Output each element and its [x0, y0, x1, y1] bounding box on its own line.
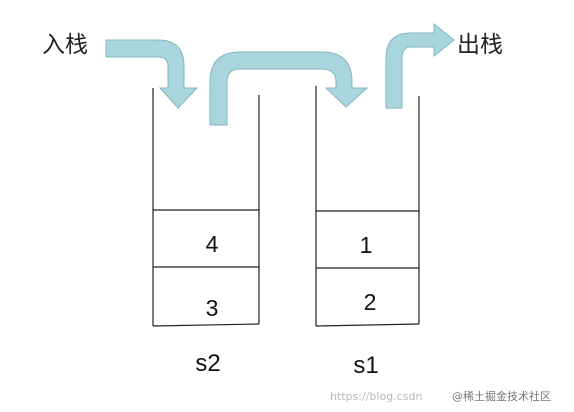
stack-s2-name: s2: [195, 350, 220, 377]
watermark-brand: @稀土掘金技术社区: [452, 389, 551, 403]
push-label: 入栈: [42, 32, 88, 58]
watermark-url: https://blog.csdn: [330, 390, 422, 403]
stack-s1-bottom: [315, 323, 420, 327]
stack-s1: 1 2 s1: [315, 86, 420, 379]
push-arrow: [105, 39, 199, 109]
stack-s1-cell-bottom: 2: [364, 289, 377, 315]
stack-s1-cell-top: 1: [360, 232, 373, 258]
stack-s2-cell-top: 4: [206, 231, 219, 257]
pop-arrow: [385, 22, 455, 109]
transfer-arrow: [209, 51, 369, 126]
stack-s2-bottom: [152, 323, 260, 327]
stack-s1-name: s1: [353, 352, 378, 379]
stack-s2: 4 3 s2: [152, 88, 260, 377]
stack-s2-cell-bottom: 3: [206, 295, 219, 321]
pop-label: 出栈: [457, 32, 503, 58]
